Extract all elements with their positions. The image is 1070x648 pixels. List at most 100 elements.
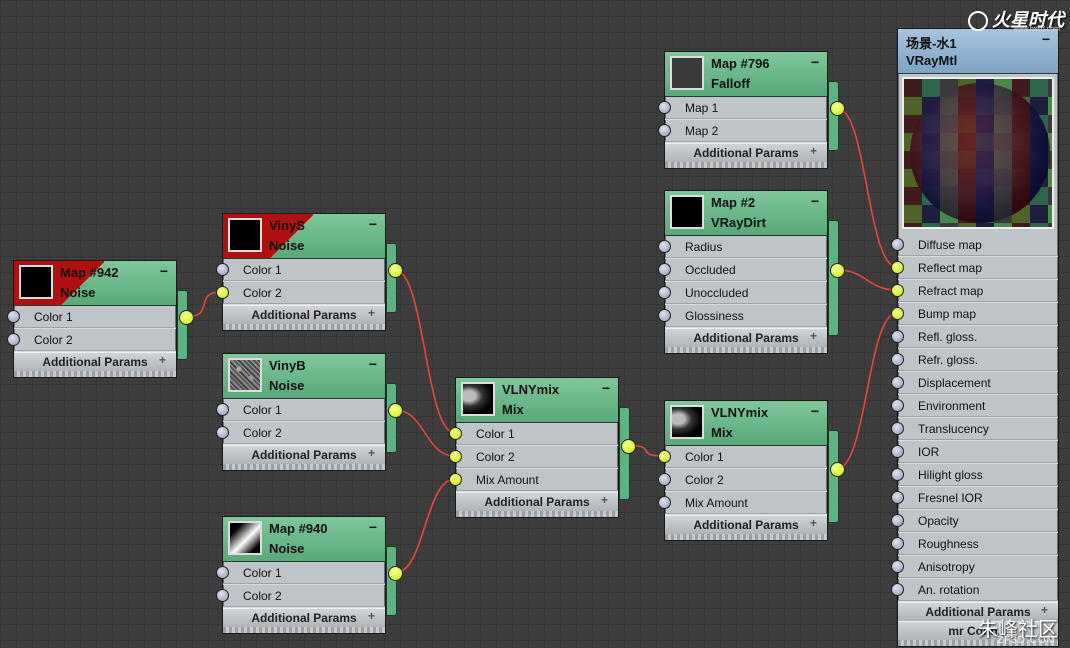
input-socket[interactable]	[891, 537, 904, 550]
input-socket-connected[interactable]	[658, 450, 671, 463]
additional-params-rollout[interactable]: Additional Params+	[456, 492, 618, 511]
input-slot-row[interactable]: Bump map	[891, 303, 1058, 326]
input-slot-row[interactable]: Unoccluded	[658, 282, 827, 305]
input-socket[interactable]	[658, 309, 671, 322]
input-socket[interactable]	[216, 403, 229, 416]
input-socket[interactable]	[658, 124, 671, 137]
additional-params-rollout[interactable]: Additional Params+	[223, 608, 385, 627]
collapse-button[interactable]: −	[368, 519, 377, 535]
wire-vinyb-to-mix1[interactable]	[394, 409, 456, 457]
input-socket[interactable]	[891, 330, 904, 343]
input-slot-row[interactable]: Color 2	[216, 282, 385, 305]
input-slot-row[interactable]: Mix Amount	[658, 492, 827, 515]
expand-icon[interactable]: +	[809, 329, 817, 343]
input-socket[interactable]	[891, 445, 904, 458]
additional-params-rollout[interactable]: Additional Params+	[898, 602, 1058, 621]
expand-icon[interactable]: +	[1040, 603, 1048, 617]
input-slot-row[interactable]: Color 1	[216, 399, 385, 422]
input-socket-connected[interactable]	[891, 261, 904, 274]
additional-params-rollout[interactable]: Additional Params+	[223, 445, 385, 464]
input-socket[interactable]	[658, 101, 671, 114]
wire-vinys-to-mix1[interactable]	[394, 269, 456, 434]
input-slot-row[interactable]: Occluded	[658, 259, 827, 282]
input-socket[interactable]	[216, 566, 229, 579]
output-socket[interactable]	[388, 566, 403, 581]
input-socket[interactable]	[216, 426, 229, 439]
mr-connection-rollout[interactable]: mr Conn...	[898, 621, 1058, 640]
input-slot-row[interactable]: Color 2	[216, 422, 385, 445]
collapse-button[interactable]: −	[159, 263, 168, 279]
input-socket[interactable]	[7, 333, 20, 346]
additional-params-rollout[interactable]: Additional Params+	[665, 328, 827, 347]
input-slot-row[interactable]: Anisotropy	[891, 556, 1058, 579]
output-socket[interactable]	[830, 101, 845, 116]
input-socket[interactable]	[216, 263, 229, 276]
expand-icon[interactable]: +	[158, 353, 166, 367]
input-slot-row[interactable]: Opacity	[891, 510, 1058, 533]
input-slot-row[interactable]: Refr. gloss.	[891, 349, 1058, 372]
input-socket[interactable]	[7, 310, 20, 323]
input-slot-row[interactable]: Color 1	[658, 446, 827, 469]
collapse-button[interactable]: −	[368, 356, 377, 372]
input-slot-row[interactable]: Color 1	[216, 259, 385, 282]
input-slot-row[interactable]: Diffuse map	[891, 234, 1058, 257]
input-socket[interactable]	[658, 496, 671, 509]
input-socket[interactable]	[891, 583, 904, 596]
output-socket[interactable]	[388, 263, 403, 278]
input-socket-connected[interactable]	[891, 284, 904, 297]
collapse-button[interactable]: −	[810, 403, 819, 419]
collapse-button[interactable]: −	[601, 380, 610, 396]
input-slot-row[interactable]: Roughness	[891, 533, 1058, 556]
output-socket[interactable]	[830, 263, 845, 278]
input-socket[interactable]	[658, 473, 671, 486]
input-slot-row[interactable]: An. rotation	[891, 579, 1058, 602]
input-slot-row[interactable]: Color 2	[7, 329, 176, 352]
output-socket[interactable]	[621, 438, 636, 454]
additional-params-rollout[interactable]: Additional Params+	[665, 515, 827, 534]
collapse-button[interactable]: −	[368, 216, 377, 232]
input-socket[interactable]	[891, 399, 904, 412]
input-slot-row[interactable]: Environment	[891, 395, 1058, 418]
input-slot-row[interactable]: Color 2	[658, 469, 827, 492]
collapse-button[interactable]: −	[810, 54, 819, 70]
input-socket-connected[interactable]	[449, 450, 462, 463]
input-socket[interactable]	[891, 514, 904, 527]
input-slot-row[interactable]: Map 1	[658, 97, 827, 120]
input-slot-row[interactable]: Mix Amount	[449, 469, 618, 492]
wire-mix2-to-vraymtl[interactable]	[836, 312, 898, 470]
output-socket[interactable]	[388, 403, 403, 418]
input-slot-row[interactable]: Map 2	[658, 120, 827, 143]
input-slot-row[interactable]: Hilight gloss	[891, 464, 1058, 487]
input-slot-row[interactable]: Color 1	[449, 423, 618, 446]
input-socket[interactable]	[891, 468, 904, 481]
input-socket[interactable]	[891, 560, 904, 573]
input-socket-connected[interactable]	[216, 286, 229, 299]
input-slot-row[interactable]: Reflect map	[891, 257, 1058, 280]
input-slot-row[interactable]: Refl. gloss.	[891, 326, 1058, 349]
wire-map796-to-vraymtl[interactable]	[836, 107, 898, 268]
expand-icon[interactable]: +	[809, 144, 817, 158]
input-slot-row[interactable]: Displacement	[891, 372, 1058, 395]
input-slot-row[interactable]: Color 1	[216, 562, 385, 585]
input-socket[interactable]	[216, 589, 229, 602]
input-socket[interactable]	[891, 491, 904, 504]
input-socket[interactable]	[658, 263, 671, 276]
input-slot-row[interactable]: IOR	[891, 441, 1058, 464]
additional-params-rollout[interactable]: Additional Params+	[665, 143, 827, 162]
